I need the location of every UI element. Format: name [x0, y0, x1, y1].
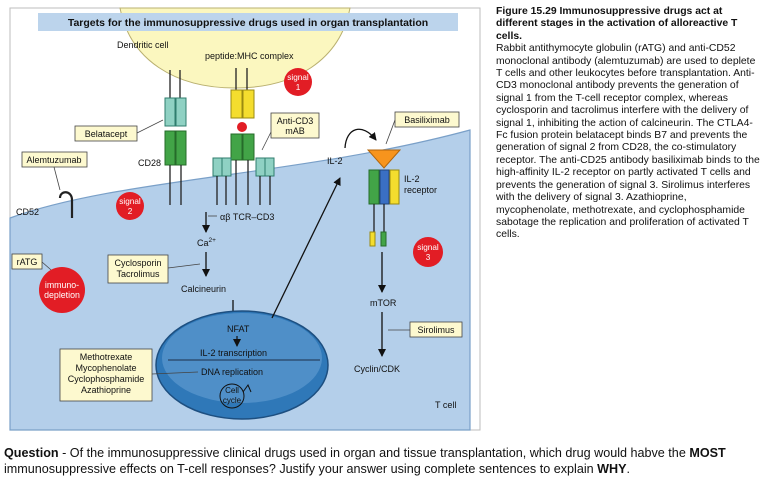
- methotrexate-label: Methotrexate: [80, 352, 133, 362]
- ratg-box: [11, 253, 43, 270]
- calcineurin-label: Calcineurin: [181, 284, 226, 294]
- dna-replication-label: DNA replication: [201, 367, 263, 377]
- immuno-depletion-label-2: depletion: [44, 290, 80, 300]
- belatacept-box: [74, 125, 138, 142]
- belatacept-pointer: [136, 119, 164, 134]
- cyclosporin-label: Cyclosporin: [114, 258, 161, 268]
- dendritic-cell-label: Dendritic cell: [117, 40, 169, 50]
- sirolimus-box: [409, 321, 463, 338]
- question-text-part-1: - Of the immunosuppressive clinical drug…: [58, 446, 690, 460]
- cyclin-cdk-label: Cyclin/CDK: [354, 364, 400, 374]
- anti-cd3-label: Anti-CD3: [277, 116, 314, 126]
- signal-2-label: signal: [119, 197, 141, 206]
- signal-3-badge: [413, 237, 443, 267]
- il2-receptor: [366, 149, 402, 247]
- signal-1-badge: [284, 68, 312, 96]
- question-text-part-2: immunosuppressive effects on T-cell resp…: [4, 461, 598, 476]
- immuno-depletion-badge: [39, 267, 85, 313]
- peptide-mhc-label: peptide:MHC complex: [205, 51, 294, 61]
- cell-cycle-label: Cell: [225, 386, 239, 395]
- sirolimus-label: Sirolimus: [417, 325, 455, 335]
- cd52-molecule: [58, 191, 74, 218]
- signal-1-label: signal: [287, 73, 309, 82]
- arrow-il2-to-receptor: [344, 128, 377, 149]
- cyclosporin-pointer: [167, 263, 201, 269]
- nucleus-highlight: [162, 313, 322, 403]
- signal-3-label: signal: [417, 243, 439, 252]
- basiliximab-box: [394, 111, 460, 128]
- il2-receptor-label: IL-2: [404, 174, 420, 184]
- cell-cycle-icon: [219, 383, 245, 409]
- question-emphasis-most: MOST: [689, 446, 726, 460]
- signal-2-badge: [116, 192, 144, 220]
- cell-cycle-label-2: cycle: [223, 396, 242, 405]
- antiproliferative-pointer: [151, 371, 199, 375]
- figure-caption-title: Figure 15.29 Immunosuppressive drugs act…: [496, 6, 738, 42]
- basiliximab-label: Basiliximab: [404, 115, 450, 125]
- alemtuzumab-label: Alemtuzumab: [26, 155, 81, 165]
- ratg-label: rATG: [17, 257, 38, 267]
- nfat-label: NFAT: [227, 324, 250, 334]
- cd28-label: CD28: [138, 158, 161, 168]
- azathioprine-label: Azathioprine: [81, 385, 131, 395]
- il2-transcription-label: IL-2 transcription: [200, 348, 267, 358]
- tcr-cd3-label: αβ TCR–CD3: [220, 212, 274, 222]
- anti-cd3-pointer: [261, 131, 272, 151]
- b7-cd28-complex: [164, 70, 187, 205]
- immunosuppressive-drug-targets-diagram: Targets for the immunosuppressive drugs …: [9, 7, 481, 431]
- diagram-title: Targets for the immunosuppressive drugs …: [68, 17, 428, 29]
- arrow-nucleus-to-il2: [271, 177, 341, 319]
- t-cell-label: T cell: [435, 400, 456, 410]
- basiliximab-pointer: [385, 119, 396, 145]
- anti-cd3-box: [270, 112, 320, 139]
- cyclophosphamide-label: Cyclophosphamide: [68, 374, 145, 384]
- mycophenolate-label: Mycophenolate: [75, 363, 136, 373]
- cell-cycle-arrow: [242, 383, 252, 393]
- title-banner: [38, 13, 458, 31]
- cd52-label: CD52: [16, 207, 39, 217]
- figure-caption-text: Rabbit antithymocyte globulin (rATG) and…: [496, 43, 760, 241]
- question-end: .: [626, 461, 631, 476]
- belatacept-label: Belatacept: [85, 129, 128, 139]
- anti-cd3-label-2: mAB: [285, 126, 305, 136]
- tacrolimus-label: Tacrolimus: [116, 269, 160, 279]
- question-emphasis-why: WHY: [597, 461, 627, 476]
- mtor-label: mTOR: [370, 298, 397, 308]
- alemtuzumab-box: [21, 151, 88, 168]
- question-prefix: Question: [4, 446, 59, 460]
- figure-caption: Figure 15.29 Immunosuppressive drugs act…: [496, 6, 762, 242]
- signal-2-number: 2: [128, 207, 133, 216]
- antiproliferative-box: [59, 348, 153, 402]
- question-text: Question - Of the immunosuppressive clin…: [4, 446, 764, 477]
- cyclosporin-box: [107, 254, 169, 284]
- alemtuzumab-pointer: [53, 166, 61, 191]
- signal-1-number: 1: [296, 83, 301, 92]
- ca2-label: Ca2+: [197, 237, 216, 248]
- mhc-tcr-cd3-complex: [212, 68, 275, 205]
- signal-3-number: 3: [426, 253, 431, 262]
- il2-label: IL-2: [327, 156, 343, 166]
- il2-receptor-label-2: receptor: [404, 185, 437, 195]
- immuno-depletion-label: immuno-: [45, 280, 79, 290]
